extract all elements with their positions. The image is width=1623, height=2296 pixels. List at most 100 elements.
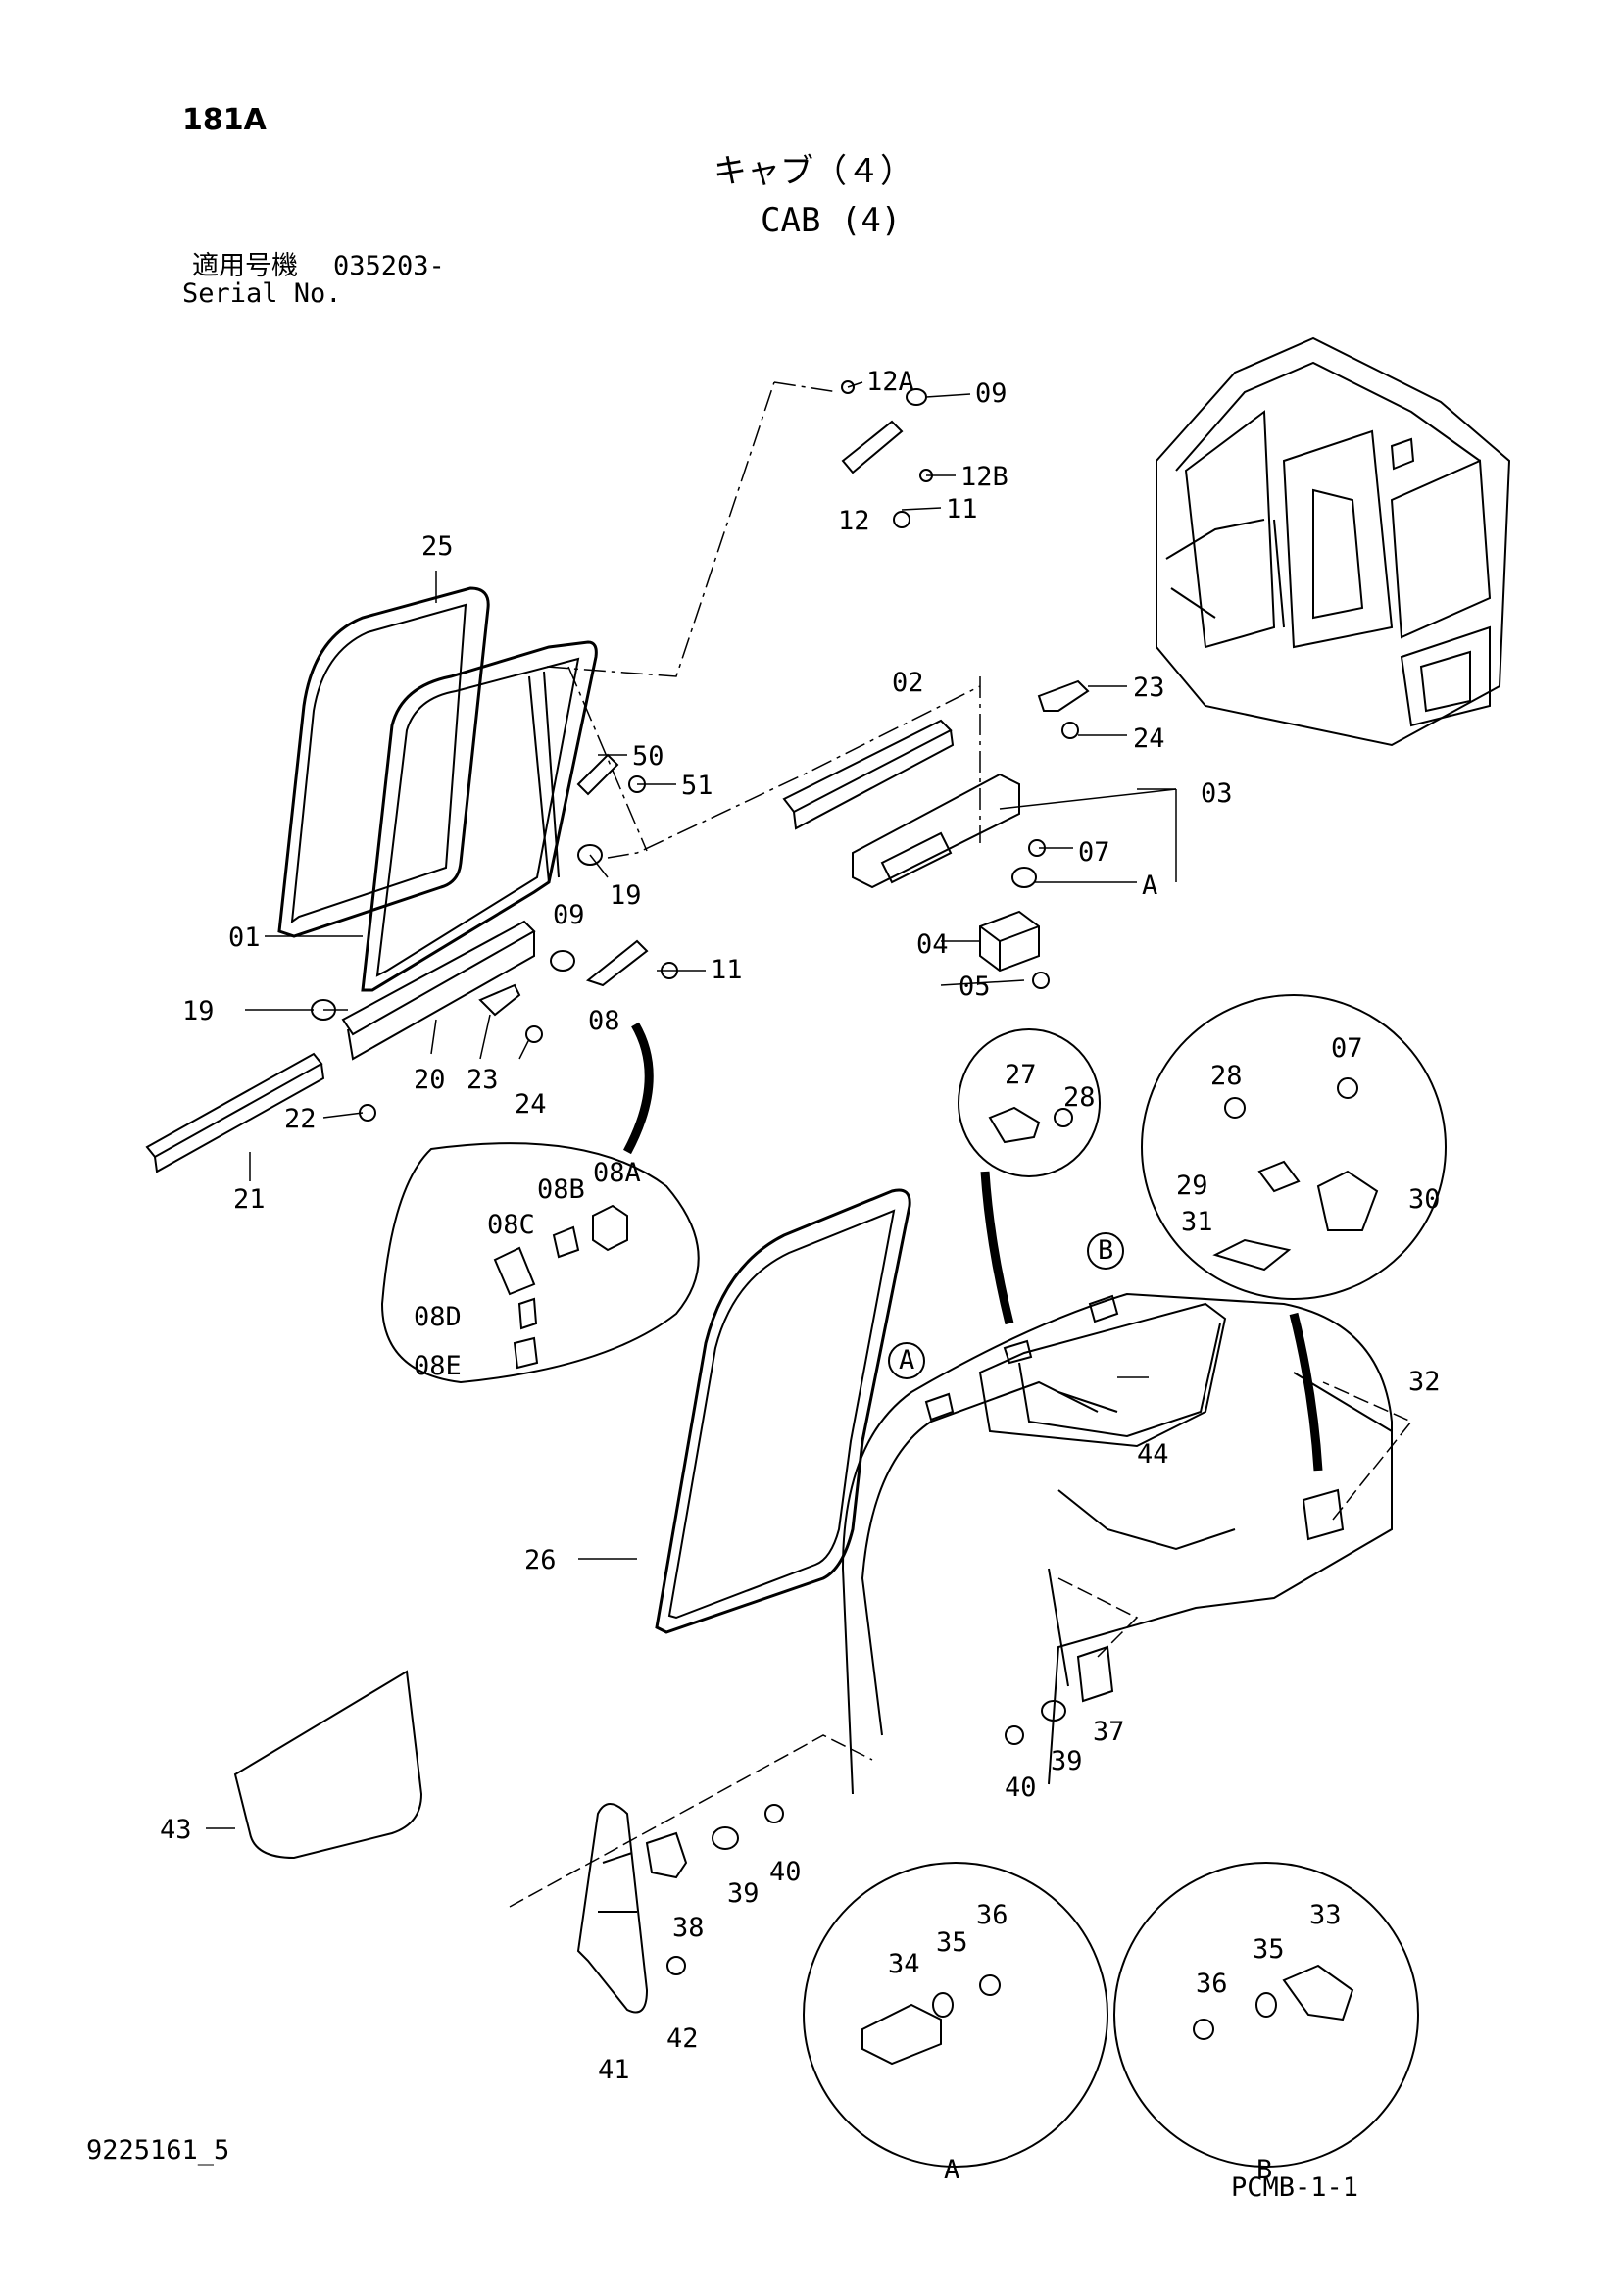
callout-40-right: 40 — [1005, 1772, 1037, 1803]
callout-08c: 08C — [487, 1210, 535, 1240]
callout-44: 44 — [1137, 1439, 1169, 1470]
cushion-parts — [311, 388, 1037, 1021]
callout-05: 05 — [959, 972, 991, 1002]
door-seal — [655, 1188, 911, 1634]
bolt-parts — [359, 380, 1079, 1122]
callout-01: 01 — [228, 923, 261, 953]
callout-35-a: 35 — [936, 1927, 968, 1958]
callout-28-right: 28 — [1210, 1061, 1243, 1091]
page-reference: PCMB-1-1 — [1231, 2172, 1359, 2203]
callout-31: 31 — [1181, 1207, 1213, 1237]
detail-b-label: B — [1256, 2155, 1272, 2185]
callout-27: 27 — [1005, 1060, 1037, 1090]
detail-a-circle — [803, 1862, 1108, 2168]
serial-label-english: Serial No. — [182, 278, 342, 309]
callout-23-left: 23 — [467, 1065, 499, 1095]
callout-26: 26 — [524, 1545, 557, 1575]
callout-07-right: 07 — [1078, 837, 1110, 868]
callout-35-b: 35 — [1253, 1934, 1285, 1965]
detail-a-label: A — [944, 2155, 959, 2185]
cab-brackets — [924, 1294, 1345, 1703]
page-code: 181A — [182, 103, 267, 137]
marker-b-label: B — [1098, 1235, 1113, 1266]
callout-34: 34 — [888, 1949, 920, 1979]
detail-30-circle — [1141, 994, 1447, 1300]
stopper-plate — [478, 679, 1090, 1017]
detail-arrows — [623, 1022, 1323, 1472]
callout-08d: 08D — [414, 1302, 462, 1332]
callout-19-left: 19 — [182, 996, 215, 1026]
callout-24-left: 24 — [515, 1089, 547, 1120]
callout-04: 04 — [916, 929, 949, 960]
callout-43: 43 — [160, 1815, 192, 1845]
callout-12: 12 — [838, 506, 870, 536]
striker-08 — [585, 939, 649, 987]
callout-a-latch: A — [1142, 871, 1157, 901]
door-glass-seal — [277, 586, 490, 938]
callout-33: 33 — [1309, 1900, 1342, 1930]
marker-b-circle — [1087, 1232, 1124, 1270]
glass-panel — [233, 1670, 423, 1860]
title-english: CAB (4) — [761, 201, 902, 240]
bracket-12 — [841, 420, 904, 474]
callout-12a: 12A — [866, 367, 914, 397]
callout-24-right: 24 — [1133, 724, 1165, 754]
cab-dashed-leaders — [1057, 1381, 1413, 1658]
callout-08: 08 — [588, 1006, 620, 1036]
bottom-rail — [145, 1052, 325, 1173]
callout-42: 42 — [666, 2023, 699, 2054]
callout-12b: 12B — [960, 462, 1008, 492]
callout-20: 20 — [414, 1065, 446, 1095]
callout-30: 30 — [1408, 1184, 1441, 1215]
serial-label-japanese: 適用号機 — [192, 251, 298, 281]
callout-50: 50 — [632, 741, 664, 772]
door-window-frame — [361, 640, 598, 992]
callout-39-right: 39 — [1051, 1746, 1083, 1776]
callout-38: 38 — [672, 1913, 705, 1943]
detail-27-circle — [958, 1028, 1101, 1177]
callout-02: 02 — [892, 668, 924, 698]
callout-09-left: 09 — [553, 900, 585, 930]
callout-03: 03 — [1201, 778, 1233, 809]
latch-block — [979, 910, 1040, 973]
callout-22: 22 — [284, 1104, 317, 1134]
callout-40-left: 40 — [769, 1857, 802, 1887]
marker-a-label: A — [899, 1345, 914, 1375]
bracket-50 — [576, 753, 619, 796]
callout-51: 51 — [681, 771, 713, 801]
leader-lines — [546, 381, 981, 859]
cab-overview-illustration — [1156, 336, 1511, 747]
callout-21: 21 — [233, 1184, 266, 1215]
callout-39-left: 39 — [727, 1878, 760, 1909]
marker-a-circle — [888, 1342, 925, 1379]
serial-value: 035203- — [333, 251, 445, 281]
title-japanese: キャブ（４） — [713, 152, 913, 191]
hinge-leader-line — [509, 1734, 873, 1908]
upper-rail — [782, 719, 955, 830]
callout-37: 37 — [1093, 1717, 1125, 1747]
callout-19-right: 19 — [610, 880, 642, 911]
drawing-number: 9225161_5 — [86, 2135, 230, 2166]
callout-32: 32 — [1408, 1367, 1441, 1397]
callout-08e: 08E — [414, 1351, 462, 1381]
callout-23-right: 23 — [1133, 673, 1165, 703]
hinge-small-parts — [666, 1700, 1066, 1975]
callout-11-left: 11 — [711, 955, 743, 985]
door-hinge-assembly — [576, 1803, 688, 2014]
detail-b-circle — [1113, 1862, 1419, 2168]
callout-09-top: 09 — [975, 378, 1008, 409]
callout-08a: 08A — [593, 1158, 641, 1188]
callout-41: 41 — [598, 2055, 630, 2085]
callout-leaders — [206, 381, 1177, 1829]
callout-36-a: 36 — [976, 1900, 1008, 1930]
callout-28-left: 28 — [1063, 1082, 1096, 1113]
detail-08-circle — [380, 1142, 700, 1384]
callout-08b: 08B — [537, 1174, 585, 1205]
callout-25: 25 — [421, 531, 454, 562]
callout-11-top: 11 — [946, 494, 978, 524]
callout-07-detail: 07 — [1331, 1033, 1363, 1064]
glass-guide-rail — [341, 920, 536, 1061]
callout-36-b: 36 — [1196, 1969, 1228, 1999]
latch-assembly — [852, 773, 1020, 889]
